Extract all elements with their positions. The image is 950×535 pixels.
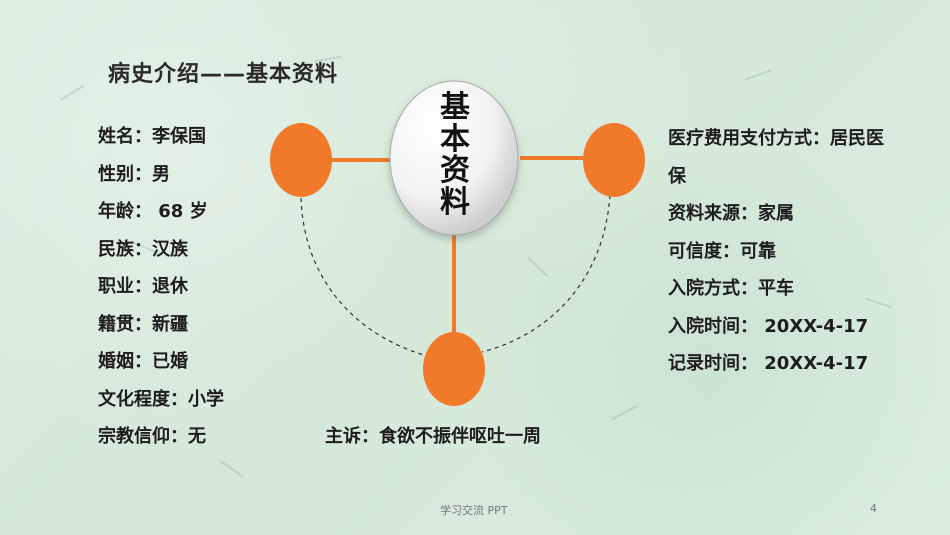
center-label-character: 本: [440, 121, 470, 157]
list-item: 可信度：可靠: [668, 240, 776, 262]
page-title: 病史介绍——基本资料: [108, 62, 339, 87]
list-item: 婚姻：已婚: [98, 351, 188, 372]
center-label-character: 基: [440, 90, 470, 125]
list-item: 医疗费用支付方式：居民医保: [668, 128, 884, 187]
list-item: 入院时间： 20XX-4-17: [668, 315, 869, 337]
list-item: 姓名：李保国: [98, 126, 206, 147]
list-item: 性别：男: [98, 163, 170, 185]
list-item: 资料来源：家属: [668, 203, 794, 224]
background-fiber: [611, 405, 637, 421]
background-fiber: [744, 69, 772, 81]
background-fiber: [219, 460, 245, 478]
list-item: 记录时间： 20XX-4-17: [668, 353, 869, 374]
list-item: 年龄： 68 岁: [98, 201, 208, 222]
right-info-list: 医疗费用支付方式：居民医保 资料来源：家属 可信度：可靠 入院方式：平车 入院时…: [668, 120, 888, 383]
list-item: 宗教信仰：无: [98, 426, 206, 447]
center-label: 基 本 资 料: [424, 92, 486, 218]
left-info-list: 姓名：李保国 性别：男 年龄： 68 岁 民族：汉族 职业：退休 籍贯：新疆 婚…: [98, 118, 224, 456]
list-item: 民族：汉族: [98, 238, 188, 260]
footer-text: 学习交流 PPT: [440, 504, 508, 517]
center-label-character: 料: [440, 184, 470, 220]
center-label-character: 资: [440, 153, 470, 188]
background-fiber: [59, 84, 85, 102]
list-item: 职业：退休: [98, 276, 188, 297]
list-item: 文化程度：小学: [98, 388, 224, 410]
main-complaint: 主诉：食欲不振伴呕吐一周: [325, 426, 541, 447]
background-fiber: [527, 256, 549, 278]
list-item: 入院方式：平车: [668, 278, 794, 299]
page-number: 4: [870, 502, 877, 515]
list-item: 籍贯：新疆: [98, 313, 188, 335]
